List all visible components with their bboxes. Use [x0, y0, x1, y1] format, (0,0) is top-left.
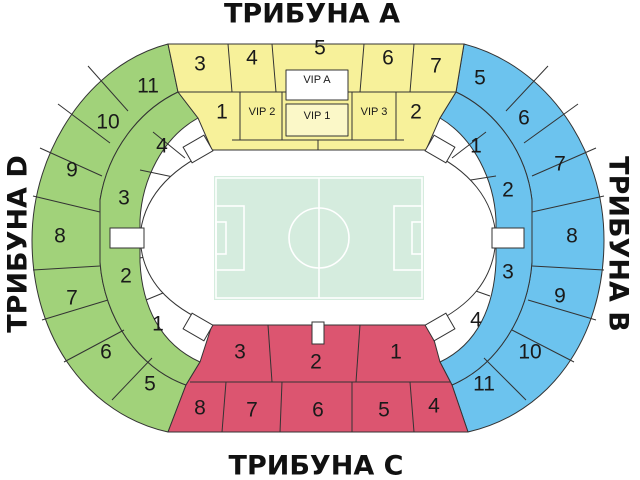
stand-b-section-4[interactable]: 4 — [470, 309, 482, 332]
stand-b: 5 6 7 8 9 10 11 1 2 3 4 — [439, 43, 605, 433]
stand-b-section-10[interactable]: 10 — [518, 341, 541, 364]
stand-a-section-3[interactable]: 3 — [194, 53, 206, 76]
stand-d-section-2[interactable]: 2 — [120, 265, 132, 288]
stand-c-title: ТРИБУНА C — [229, 451, 404, 480]
stand-c-section-6[interactable]: 6 — [312, 399, 324, 422]
stand-d-section-11[interactable]: 11 — [137, 75, 159, 98]
right-goal-area — [411, 221, 423, 255]
stand-b-section-1[interactable]: 1 — [470, 135, 482, 158]
stand-b-title: ТРИБУНА B — [603, 156, 634, 332]
tunnel-south-east — [424, 312, 456, 342]
stand-c-section-8[interactable]: 8 — [194, 397, 206, 420]
stand-c-section-5[interactable]: 5 — [378, 399, 390, 422]
stand-b-section-2[interactable]: 2 — [502, 179, 514, 202]
stand-b-section-9[interactable]: 9 — [554, 285, 566, 308]
vip-3-label[interactable]: VIP 3 — [361, 106, 388, 118]
vip-1-box — [285, 103, 349, 137]
stand-d-section-7[interactable]: 7 — [66, 287, 78, 310]
tunnel-west — [109, 227, 145, 249]
stand-d-section-1[interactable]: 1 — [152, 313, 164, 336]
stand-c-section-1[interactable]: 1 — [390, 341, 402, 364]
stand-d-section-3[interactable]: 3 — [118, 187, 130, 210]
stand-a-section-1[interactable]: 1 — [216, 101, 228, 124]
centre-circle — [288, 207, 350, 269]
stand-a: 3 4 5 6 7 1 2 VIP A VIP 1 VIP 2 VIP 3 — [167, 37, 465, 151]
stand-c-section-3[interactable]: 3 — [234, 341, 246, 364]
stand-b-section-3[interactable]: 3 — [502, 261, 514, 284]
stand-b-section-7[interactable]: 7 — [554, 153, 566, 176]
stand-c-section-7[interactable]: 7 — [246, 399, 258, 422]
left-goal-area — [215, 221, 227, 255]
tunnel-east — [491, 227, 525, 249]
tunnel-north-east — [424, 134, 456, 164]
stand-b-section-8[interactable]: 8 — [566, 225, 578, 248]
access-tunnels — [109, 134, 525, 345]
stand-d-section-5[interactable]: 5 — [144, 373, 156, 396]
stand-a-section-7[interactable]: 7 — [430, 55, 442, 78]
stand-d-title: ТРИБУНА D — [3, 155, 34, 333]
vip-a-box — [285, 69, 349, 101]
tunnel-north-west — [182, 134, 214, 164]
stand-b-section-6[interactable]: 6 — [518, 107, 530, 130]
stand-b-section-5[interactable]: 5 — [474, 67, 486, 90]
vip-a-label[interactable]: VIP A — [303, 74, 331, 86]
stand-c-section-2[interactable]: 2 — [310, 351, 322, 374]
stand-c-section-dividers — [190, 324, 450, 433]
stand-a-section-2[interactable]: 2 — [410, 101, 422, 124]
vip-1-label[interactable]: VIP 1 — [304, 110, 331, 122]
stand-d-section-4[interactable]: 4 — [156, 135, 168, 158]
stand-d-section-8[interactable]: 8 — [54, 225, 66, 248]
stand-d-section-10[interactable]: 10 — [96, 111, 119, 134]
stand-d: 11 10 9 8 7 6 5 4 3 2 1 — [31, 43, 201, 433]
stand-a-section-4[interactable]: 4 — [246, 47, 258, 70]
football-pitch — [214, 176, 424, 300]
tunnel-south-west — [182, 312, 214, 342]
tunnel-south — [311, 321, 325, 345]
stand-d-section-9[interactable]: 9 — [66, 159, 78, 182]
stand-a-section-6[interactable]: 6 — [382, 47, 394, 70]
stand-b-section-11[interactable]: 11 — [473, 373, 495, 396]
stand-d-section-6[interactable]: 6 — [100, 341, 112, 364]
stand-c-section-4[interactable]: 4 — [428, 395, 440, 418]
stand-a-section-5[interactable]: 5 — [314, 37, 326, 60]
stand-a-title: ТРИБУНА A — [224, 0, 400, 30]
vip-2-label[interactable]: VIP 2 — [249, 106, 276, 118]
